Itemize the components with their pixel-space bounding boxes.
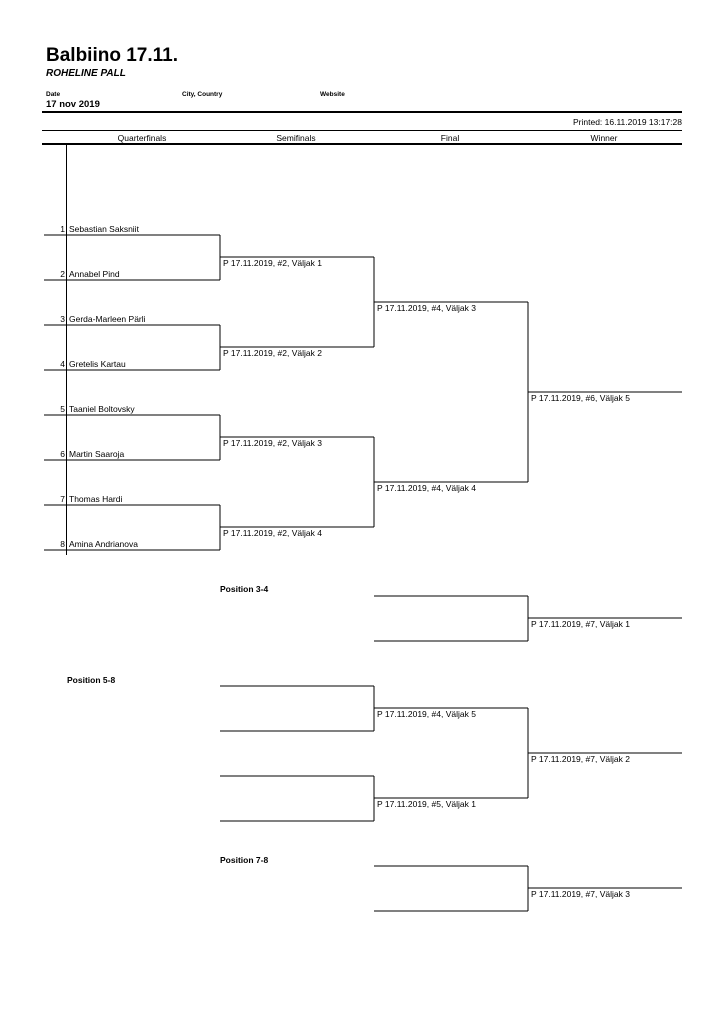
website-label: Website (320, 91, 345, 98)
match-info-qf2: P 17.11.2019, #2, Väljak 2 (223, 348, 322, 358)
page-title: Balbiino 17.11. (46, 45, 178, 66)
location-label: City, Country (182, 91, 223, 98)
match-info-p34: P 17.11.2019, #7, Väljak 1 (531, 619, 630, 629)
match-info-qf3: P 17.11.2019, #2, Väljak 3 (223, 438, 322, 448)
player-name: Taaniel Boltovsky (69, 404, 135, 414)
seed-2: 2 (60, 269, 65, 279)
player-name: Thomas Hardi (69, 494, 123, 504)
match-info-p58-b: P 17.11.2019, #5, Väljak 1 (377, 799, 476, 809)
seed-4: 4 (60, 359, 65, 369)
column-final: Final (440, 133, 460, 143)
columns-top-rule (42, 130, 682, 131)
section-position-7-8: Position 7-8 (220, 855, 269, 865)
column-quarterfinals: Quarterfinals (117, 133, 167, 143)
seed-1: 1 (60, 224, 65, 234)
seed-8: 8 (60, 539, 65, 549)
player-name: Annabel Pind (69, 269, 120, 279)
seed-3: 3 (60, 314, 65, 324)
seed-5: 5 (60, 404, 65, 414)
date-label: Date (46, 91, 61, 98)
player-name: Martin Saaroja (69, 449, 125, 459)
match-info-p58-final: P 17.11.2019, #7, Väljak 2 (531, 754, 630, 764)
player-name: Gretelis Kartau (69, 359, 126, 369)
printed-timestamp: Printed: 16.11.2019 13:17:28 (572, 117, 682, 127)
match-info-qf1: P 17.11.2019, #2, Väljak 1 (223, 258, 322, 268)
player-name: Sebastian Saksniit (69, 224, 139, 234)
page-subtitle: ROHELINE PALL (46, 68, 126, 79)
seed-7: 7 (60, 494, 65, 504)
match-info-sf1: P 17.11.2019, #4, Väljak 3 (377, 303, 476, 313)
match-info-p78: P 17.11.2019, #7, Väljak 3 (531, 889, 630, 899)
column-winner: Winner (590, 133, 618, 143)
date-value: 17 nov 2019 (46, 99, 100, 110)
player-name: Gerda-Marleen Pärli (69, 314, 146, 324)
column-semifinals: Semifinals (276, 133, 316, 143)
bracket-left-rule (66, 143, 67, 555)
section-position-3-4: Position 3-4 (220, 584, 269, 594)
seed-6: 6 (60, 449, 65, 459)
player-name: Amina Andrianova (69, 539, 138, 549)
header-divider (42, 111, 682, 113)
match-info-final: P 17.11.2019, #6, Väljak 5 (531, 393, 630, 403)
section-position-5-8: Position 5-8 (67, 675, 116, 685)
match-info-p58-a: P 17.11.2019, #4, Väljak 5 (377, 709, 476, 719)
columns-bottom-rule (42, 143, 682, 145)
match-info-sf2: P 17.11.2019, #4, Väljak 4 (377, 483, 476, 493)
match-info-qf4: P 17.11.2019, #2, Väljak 4 (223, 528, 322, 538)
